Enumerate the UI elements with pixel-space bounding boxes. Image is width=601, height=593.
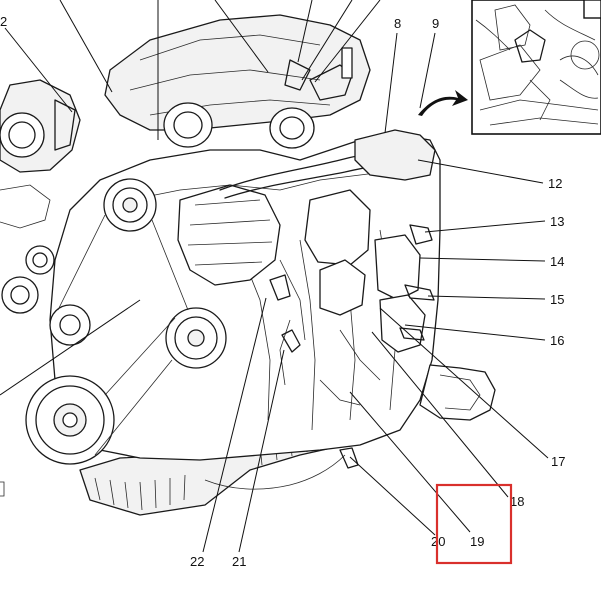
left-edge-mark [0, 481, 5, 497]
leader-lines [0, 0, 549, 553]
throttle-body [0, 79, 81, 229]
callout-12: 12 [548, 176, 562, 191]
wiring-harness [219, 129, 436, 469]
callout-8: 8 [394, 16, 401, 31]
callout-15: 15 [550, 292, 564, 307]
callout-20: 20 [431, 534, 445, 549]
callout-22: 22 [190, 554, 204, 569]
exhaust-pipe [419, 364, 496, 421]
highlight-box [435, 483, 513, 565]
callout-labels: 2 8 9 12 13 14 15 16 17 18 19 20 21 22 [0, 14, 565, 569]
inset-arrow [418, 90, 468, 116]
callout-2: 2 [0, 14, 7, 29]
callout-17: 17 [551, 454, 565, 469]
intake-manifold [104, 14, 371, 149]
callout-16: 16 [550, 333, 564, 348]
callout-13: 13 [550, 214, 564, 229]
front-cover [177, 184, 281, 286]
pulleys [1, 178, 227, 465]
callout-9: 9 [432, 16, 439, 31]
callout-14: 14 [550, 254, 564, 269]
callout-21: 21 [232, 554, 246, 569]
detail-inset [471, 0, 601, 135]
callout-19: 19 [470, 534, 484, 549]
callout-18: 18 [510, 494, 524, 509]
